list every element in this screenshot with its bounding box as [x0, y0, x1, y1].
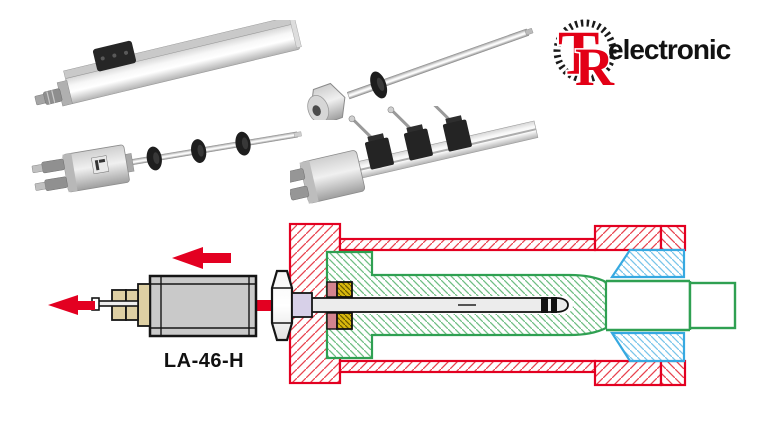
tr-badge-mark: [94, 160, 100, 171]
profile-encoder-group: [34, 20, 302, 107]
rod-tip: [524, 27, 534, 36]
connector-tip: [34, 94, 46, 106]
housing-face: [299, 160, 319, 204]
block-magnet: [429, 106, 472, 152]
cylinder-wall-bottom: [338, 359, 597, 374]
housing-panel-lines: [151, 277, 255, 335]
housing-face: [62, 153, 78, 193]
magnet-lever: [351, 118, 374, 140]
block-magnet: [348, 115, 394, 170]
ring-magnet-hub: [197, 144, 204, 157]
pull-out-arrow-icon: [48, 295, 95, 315]
sensor-head-housing: [299, 150, 366, 204]
rod-tip: [293, 131, 302, 138]
rod-encoder-group: [307, 27, 534, 120]
tr-badge-mark: [98, 158, 106, 163]
product-photo-rod-magnets-encoder: [31, 131, 302, 193]
rod-end-ring: [541, 297, 548, 313]
magnet-body: [365, 137, 394, 170]
magnet-hole: [124, 50, 129, 55]
m12-connector: [290, 168, 306, 183]
flange-bore: [312, 105, 321, 116]
rod-end-block: [688, 281, 737, 330]
model-label: LA-46-H: [163, 350, 245, 372]
seal-bottom: [326, 312, 338, 330]
cylinder-head-cap-top: [659, 224, 687, 252]
seal-top: [326, 281, 338, 298]
position-magnet-bottom: [336, 312, 353, 330]
magnet-hole: [100, 56, 105, 61]
m12-connector: [290, 185, 310, 201]
product-photo-profile-encoder: [34, 20, 302, 107]
pull-out-arrow-icon: [172, 247, 231, 269]
sensor-electronics-housing: [148, 274, 258, 338]
rod-magnets-group: [31, 131, 302, 193]
cylinder-head-top: [593, 224, 663, 252]
lever-tip: [387, 106, 395, 114]
m12-connector: [44, 176, 68, 191]
lever-tip: [348, 115, 356, 123]
connector-tip: [34, 181, 46, 191]
magnet-body: [442, 119, 472, 152]
connector-block: [137, 283, 151, 327]
logo-letter-t: T: [558, 20, 599, 88]
coupling-red-sleeve: [255, 300, 273, 311]
m12-connector: [41, 158, 65, 174]
hex-fitting-nut: [270, 269, 294, 342]
tr-badge: [91, 155, 110, 175]
magnet-lever: [429, 106, 452, 122]
magnet-body: [403, 128, 433, 161]
gear-ring-icon: [553, 19, 617, 83]
connector-pin-rod: [96, 300, 139, 307]
rail-magnets-group: [290, 106, 539, 204]
rod-gland-top: [609, 248, 686, 279]
connector-ridge: [51, 90, 56, 103]
connector-tip: [31, 164, 43, 173]
tr-electronic-logo: T R electronic: [553, 18, 732, 93]
ring-magnet-hub: [241, 137, 249, 150]
piston-rod-exit: [606, 279, 737, 332]
ring-magnet-hub: [376, 77, 385, 91]
cylinder-head-bottom: [593, 359, 663, 387]
magnet-hole: [112, 53, 117, 58]
connector-ridge: [46, 91, 51, 105]
cylinder-cross-section-diagram: [48, 222, 737, 387]
logo-letter-r: R: [575, 37, 615, 93]
coupling-bushing: [291, 292, 313, 318]
rod-end-ring: [551, 297, 557, 313]
profile-end-cap: [289, 20, 302, 49]
position-magnet-top: [336, 281, 353, 298]
ring-magnet-hub: [153, 152, 160, 165]
logo-wordmark: electronic: [608, 34, 731, 65]
product-photo-rod-encoder: [307, 27, 534, 120]
cylinder-wall-top: [338, 237, 597, 252]
block-magnet: [387, 106, 433, 161]
rod-gland-bottom: [609, 331, 686, 363]
magnet-lever: [390, 109, 413, 131]
sensor-measuring-rod: [291, 297, 569, 313]
cylinder-head-cap-bottom: [659, 359, 687, 387]
product-photo-rail-magnets-encoder: [290, 106, 539, 204]
